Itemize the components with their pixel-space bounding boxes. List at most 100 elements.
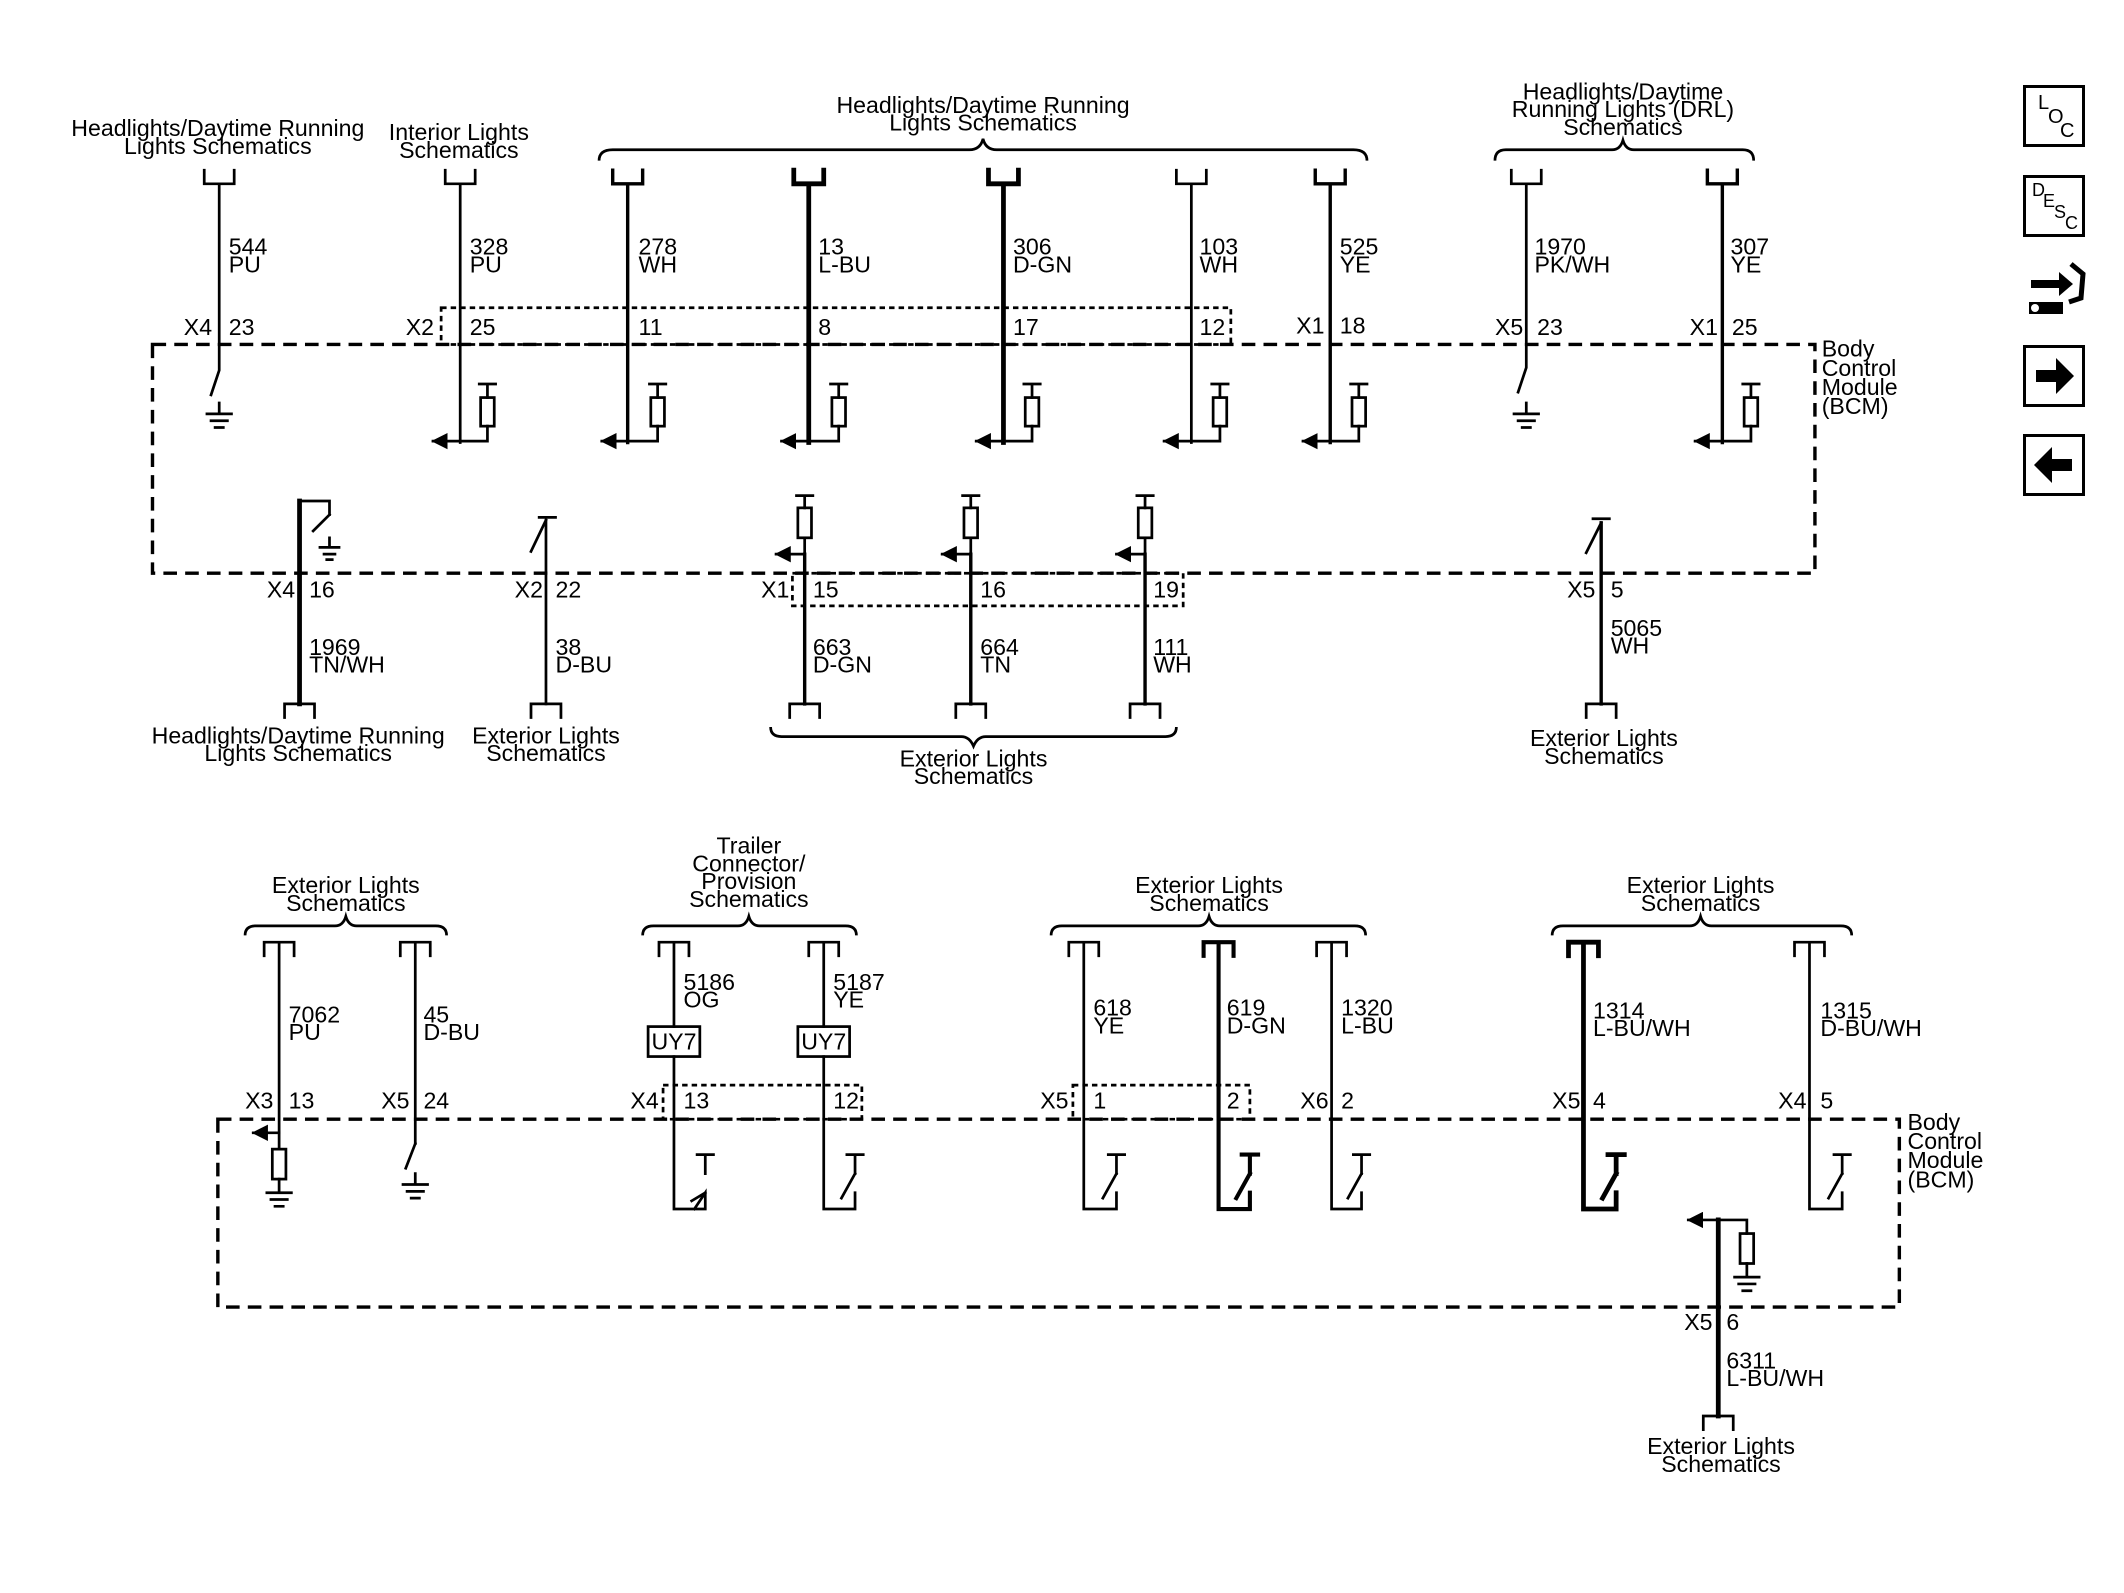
wire-circuit: 103 (1200, 234, 1239, 260)
svg-text:Control: Control (1908, 1128, 1983, 1154)
wire-circuit: 1969 (309, 634, 360, 660)
bus-label: Lights Schematics (124, 133, 312, 159)
component-uy7: UY7 (801, 1029, 846, 1055)
wire-color: WH (1200, 251, 1239, 277)
connector-id: X4 (267, 577, 295, 603)
svg-text:Module: Module (1822, 374, 1898, 400)
bus-label: Headlights/Daytime Running (71, 115, 364, 141)
wire-color: D-BU (423, 1019, 480, 1045)
bus-label: Exterior Lights (1627, 872, 1775, 898)
bus-label: Exterior Lights (272, 872, 420, 898)
pin-number: 16 (309, 577, 335, 603)
wire-color: PK/WH (1534, 251, 1610, 277)
wire-circuit: 111 (1153, 634, 1188, 660)
wire-color: YE (1731, 251, 1762, 277)
connector-id: X4 (184, 314, 212, 340)
right-arrow-icon (2036, 358, 2074, 394)
connector-tool-icon (2029, 262, 2086, 314)
pin-number: 24 (423, 1087, 449, 1113)
wire-color: D-GN (813, 652, 872, 678)
pin-number: 8 (818, 314, 831, 340)
loc-button[interactable]: L O C (2023, 85, 2085, 147)
pin-number: 13 (683, 1087, 709, 1113)
connector-id: X4 (1778, 1087, 1806, 1113)
connector-id: X5 (1684, 1309, 1712, 1335)
pin-number: 22 (556, 577, 582, 603)
connector-id: X2 (515, 577, 543, 603)
wire-circuit: 7062 (289, 1002, 340, 1028)
bus-label: Running Lights (DRL) (1512, 96, 1734, 122)
bus-label: Headlights/Daytime Running (152, 722, 445, 748)
connector-id: X5 (1552, 1087, 1580, 1113)
wire-circuit: 6311 (1726, 1347, 1776, 1373)
wire-circuit: 328 (470, 234, 509, 260)
wire-circuit: 307 (1731, 234, 1770, 260)
bus-label: Schematics (1661, 1451, 1781, 1477)
bus-braces-bottom (243, 911, 1854, 936)
svg-text:Module: Module (1908, 1147, 1984, 1173)
wire-color: TN/WH (309, 652, 385, 678)
pin-number: 23 (1537, 314, 1563, 340)
wire-circuit: 45 (423, 1002, 449, 1028)
component-uy7: UY7 (651, 1029, 696, 1055)
pin-number: 25 (470, 314, 496, 340)
next-button[interactable] (2023, 345, 2085, 407)
connector-id: X5 (1040, 1087, 1068, 1113)
wire-color: D-BU (556, 652, 613, 678)
svg-text:(BCM): (BCM) (1822, 393, 1889, 419)
wire-color: YE (1093, 1012, 1124, 1038)
wire-color: L-BU (1341, 1012, 1394, 1038)
wire-circuit: 5065 (1611, 615, 1662, 641)
wire-color: D-GN (1013, 251, 1072, 277)
top-wires (202, 167, 1761, 450)
pin-number: 13 (289, 1087, 315, 1113)
wire-circuit: 278 (639, 234, 678, 260)
connector-id: X5 (1567, 577, 1595, 603)
bus-brace-mid (769, 726, 1178, 750)
wire-color: OG (683, 987, 719, 1013)
svg-text:Body: Body (1822, 336, 1875, 362)
connector-id: X5 (381, 1087, 409, 1113)
bus-label: Exterior Lights (900, 746, 1048, 772)
pin-number: 23 (229, 314, 255, 340)
bus-braces-top (597, 135, 1756, 161)
bus-label: Headlights/Daytime (1523, 78, 1724, 104)
wire-circuit: 1970 (1534, 234, 1585, 260)
loc-letter-o: O (2048, 106, 2064, 128)
wire-color: YE (1340, 251, 1371, 277)
pin-number: 18 (1340, 313, 1366, 339)
wire-color: WH (1611, 633, 1650, 659)
mid-wires (283, 494, 1618, 719)
svg-text:Control: Control (1822, 355, 1897, 381)
wire-color: L-BU/WH (1593, 1015, 1691, 1041)
wire-color: PU (470, 251, 502, 277)
connector-id: X4 (630, 1087, 658, 1113)
svg-text:Body: Body (1908, 1109, 1961, 1135)
desc-button[interactable]: D E S C (2023, 175, 2085, 237)
connector-icon-button[interactable] (2023, 258, 2089, 320)
wire-circuit: 306 (1013, 234, 1052, 260)
desc-letter-s: S (2054, 202, 2067, 222)
bus-label: Exterior Lights (1647, 1433, 1795, 1459)
pin-number: 1 (1093, 1087, 1106, 1113)
bus-label: Connector/ (692, 850, 806, 876)
bus-label: Exterior Lights (1135, 872, 1283, 898)
wire-color: PU (289, 1019, 321, 1045)
previous-button[interactable] (2023, 434, 2085, 496)
wire-circuit: 5186 (683, 969, 734, 995)
pin-number: 2 (1341, 1087, 1354, 1113)
pin-number: 4 (1593, 1087, 1606, 1113)
bcm-outline-bottom (216, 1117, 1902, 1309)
wire-circuit: 663 (813, 634, 852, 660)
bus-label: Lights Schematics (204, 740, 392, 766)
pin-number: 6 (1726, 1309, 1739, 1335)
left-arrow-icon (2034, 447, 2072, 483)
pin-number: 2 (1227, 1087, 1240, 1113)
pin-number: 12 (833, 1087, 859, 1113)
wire-color: TN (980, 652, 1011, 678)
bus-label: Schematics (486, 740, 606, 766)
wire-color: WH (639, 251, 678, 277)
pin-number: 19 (1153, 577, 1179, 603)
connector-id: X1 (1296, 313, 1324, 339)
